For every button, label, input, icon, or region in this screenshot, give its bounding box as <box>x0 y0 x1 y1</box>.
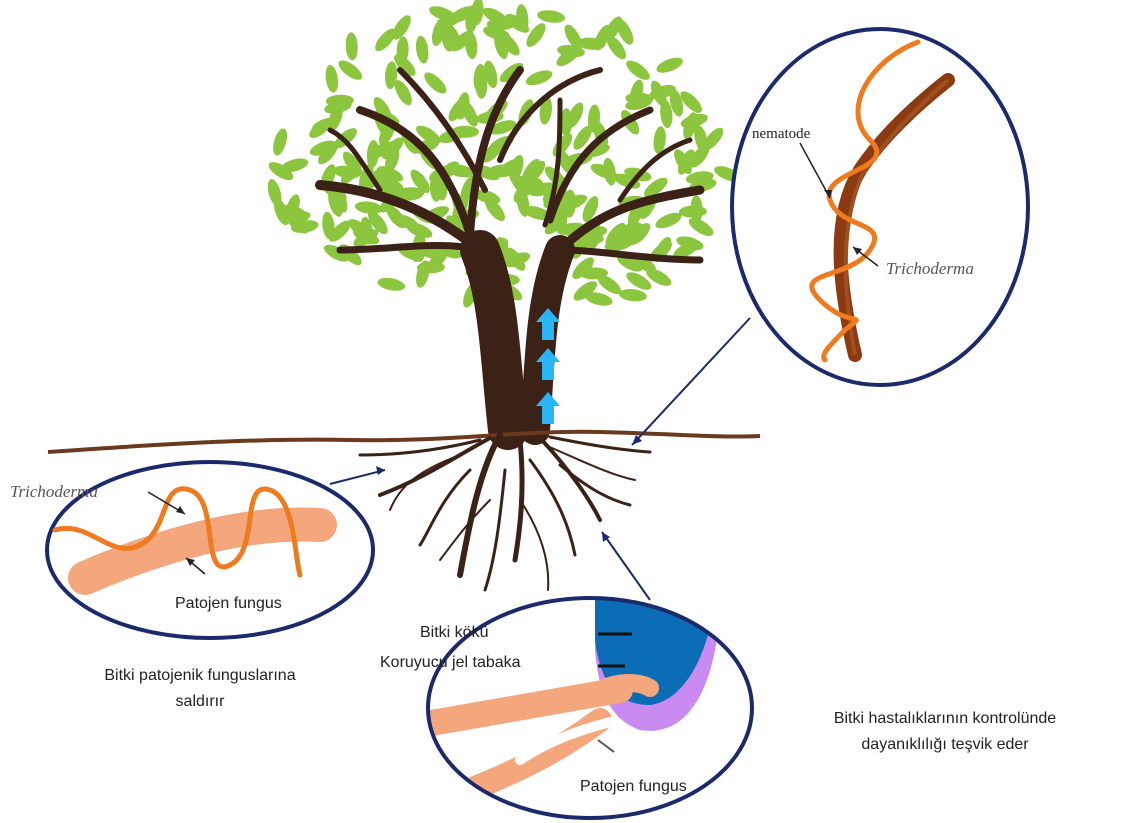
connector-left-arrowhead <box>376 466 385 475</box>
leaf <box>679 205 707 217</box>
leaf <box>654 55 684 76</box>
leaf <box>524 67 554 88</box>
label-protective-gel: Koruyucu jel tabaka <box>380 654 521 672</box>
caption-right: Bitki hastalıklarının kontrolünde dayanı… <box>790 706 1100 758</box>
connector-top-right <box>632 318 750 445</box>
leaf <box>601 157 618 187</box>
caption-right-line1: Bitki hastalıklarının kontrolünde <box>790 706 1100 732</box>
caption-right-line2: dayanıklılığı teşvik eder <box>790 732 1100 758</box>
leaf <box>623 57 653 83</box>
connector-bottom <box>602 532 650 600</box>
leaf <box>376 276 406 293</box>
leaf <box>618 288 647 303</box>
label-plant-root: Bitki kökü <box>420 624 488 642</box>
label-pathogen-fungus-left-text: Patojen fungus <box>175 595 282 612</box>
leaf <box>336 57 366 83</box>
leaf <box>345 32 358 61</box>
tree-roots <box>360 435 650 590</box>
leaf <box>421 69 450 97</box>
connector-left <box>330 470 385 484</box>
nematode-inset <box>732 29 1028 385</box>
label-trichoderma-inset-left: Trichoderma <box>10 482 98 502</box>
ground-line <box>48 432 760 452</box>
label-trichoderma-inset-top: Trichoderma <box>886 259 974 279</box>
label-pathogen-fungus-bottom: Patojen fungus <box>580 778 687 796</box>
label-nematode: nematode <box>752 126 810 143</box>
leaf <box>324 64 340 93</box>
leaf <box>536 9 565 25</box>
label-pathogen-fungus-left: Patojen fungus <box>175 595 282 613</box>
leaf <box>270 127 289 157</box>
caption-left-line2: saldırır <box>30 689 370 715</box>
caption-left: Bitki patojenik funguslarına saldırır <box>30 663 370 715</box>
leaf <box>414 35 430 64</box>
caption-left-line1: Bitki patojenik funguslarına <box>30 663 370 689</box>
